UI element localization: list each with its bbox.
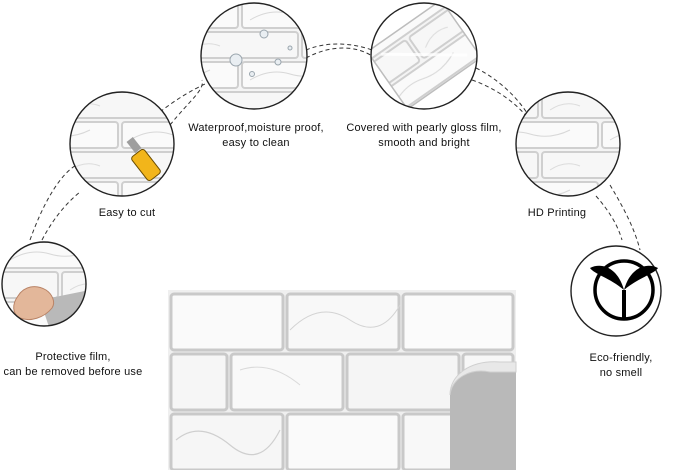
utility-knife-icon (126, 137, 161, 182)
label-protective-film: Protective film, can be removed before u… (0, 350, 146, 380)
peeled-corner-curl (449, 361, 517, 396)
marble-tile-icon (516, 92, 620, 196)
label-line: Waterproof,moisture proof, (188, 122, 324, 134)
feature-circle-eco-friendly (570, 245, 662, 337)
label-line: Easy to cut (98, 207, 156, 219)
feature-circle-easy-to-cut (69, 91, 175, 197)
feature-circle-gloss-film (370, 2, 478, 110)
feature-circle-protective-film (1, 241, 87, 327)
dashed-arc-left (41, 191, 81, 241)
label-waterproof: Waterproof,moisture proof, easy to clean (176, 121, 336, 151)
dashed-arc-right (595, 195, 623, 241)
label-line: no smell (599, 367, 643, 379)
label-hd-printing: HD Printing (512, 206, 602, 221)
dashed-arc (29, 47, 641, 251)
dashed-arc-upper-left (159, 83, 206, 113)
dashed-arc-upper-right (471, 79, 529, 119)
tile-sheet (168, 290, 517, 470)
label-line: Eco-friendly, (589, 352, 653, 364)
label-gloss-film: Covered with pearly gloss film, smooth a… (340, 121, 508, 151)
label-easy-to-cut: Easy to cut (82, 206, 172, 221)
feature-circle-waterproof (200, 2, 308, 110)
feature-circle-hd-printing (515, 91, 621, 197)
dashed-arc-top (305, 43, 373, 51)
peeled-backing (450, 371, 516, 470)
label-line: can be removed before use (3, 366, 143, 378)
label-line: HD Printing (527, 207, 587, 219)
peel-hand-icon (13, 286, 55, 321)
label-line: Covered with pearly gloss film, (346, 122, 502, 134)
label-eco-friendly: Eco-friendly, no smell (566, 351, 676, 381)
water-drops-icon (229, 29, 293, 77)
label-line: smooth and bright (378, 137, 470, 149)
sprout-icon (590, 259, 658, 321)
label-line: easy to clean (222, 137, 290, 149)
gloss-film-icon (371, 3, 477, 109)
label-line: Protective film, (35, 351, 111, 363)
